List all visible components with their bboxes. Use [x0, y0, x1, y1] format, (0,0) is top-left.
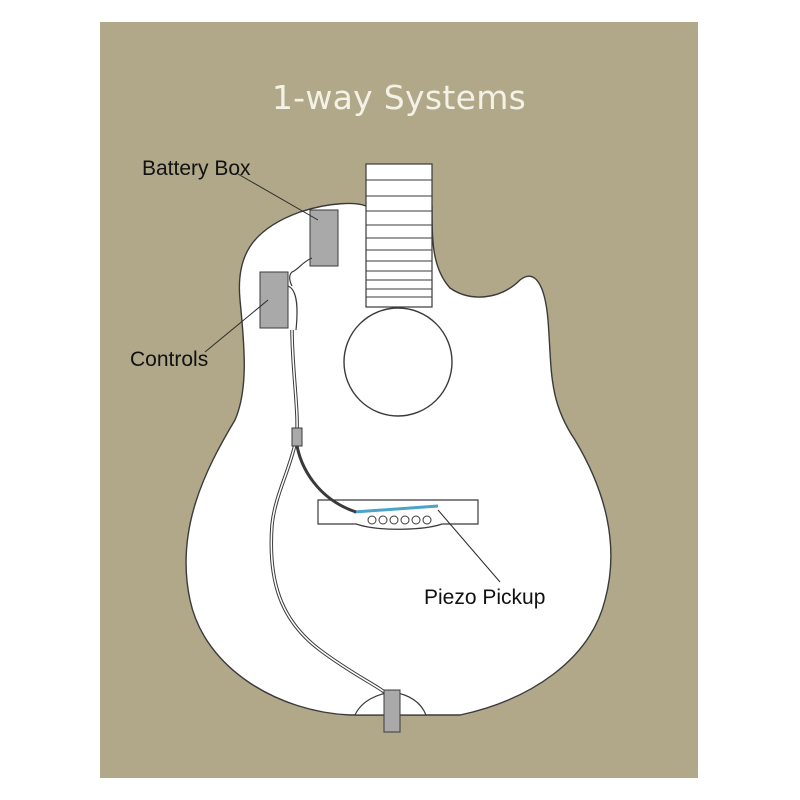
controls-wiring	[287, 285, 298, 331]
controls-pointer	[204, 299, 269, 353]
battery-box-label: Battery Box	[142, 157, 251, 180]
battery-box	[309, 209, 339, 267]
pickup-cable	[294, 439, 357, 514]
output-cable-core	[270, 329, 393, 701]
piezo-pickup-pointer	[437, 509, 501, 583]
controls-box	[259, 271, 289, 329]
piezo-pickup	[353, 504, 439, 514]
battery-box-pointer	[237, 173, 319, 221]
output-jack	[383, 689, 401, 733]
diagram-title: 1-way Systems	[271, 78, 527, 117]
guitar-neck	[365, 163, 433, 308]
controls-label: Controls	[130, 348, 209, 371]
piezo-pickup-label: Piezo Pickup	[424, 586, 546, 609]
battery-box-cable	[289, 257, 313, 287]
cable-connector	[291, 427, 303, 447]
sound-hole	[343, 307, 453, 417]
fret-lines	[366, 179, 432, 298]
bridge-pins	[367, 515, 432, 525]
